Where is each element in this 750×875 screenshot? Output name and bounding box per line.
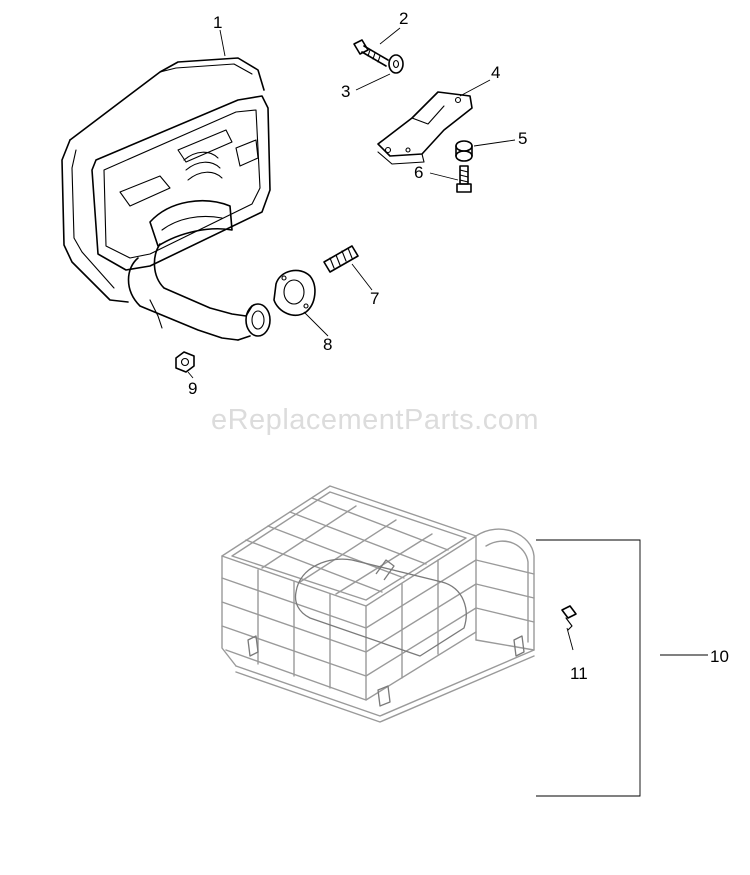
callout-11: 11 <box>570 664 588 683</box>
bolt-part-2[interactable] <box>353 39 389 67</box>
callout-4: 4 <box>491 63 500 82</box>
muffler[interactable] <box>61 57 271 341</box>
callout-1: 1 <box>213 13 222 32</box>
callout-7: 7 <box>370 289 379 308</box>
spacer-part-5[interactable] <box>455 140 473 162</box>
callout-labels: 1 2 3 4 5 6 7 8 9 10 11 <box>188 9 729 683</box>
callout-9: 9 <box>188 379 197 398</box>
gasket-part-8[interactable] <box>273 269 316 316</box>
bracket-part-4[interactable] <box>377 91 473 165</box>
callout-8: 8 <box>323 335 332 354</box>
callout-10: 10 <box>710 647 729 666</box>
nut-part-9[interactable] <box>175 351 195 373</box>
bolt-part-6[interactable] <box>456 165 472 193</box>
callout-2: 2 <box>399 9 408 28</box>
callout-3: 3 <box>341 82 350 101</box>
wire-guard-part-10[interactable] <box>221 485 535 723</box>
washer-part-3[interactable] <box>388 54 404 74</box>
callout-6: 6 <box>414 163 423 182</box>
callout-5: 5 <box>518 129 527 148</box>
stud-part-7[interactable] <box>323 245 359 273</box>
screw-part-11[interactable] <box>561 605 577 631</box>
leader-lines <box>187 27 708 797</box>
